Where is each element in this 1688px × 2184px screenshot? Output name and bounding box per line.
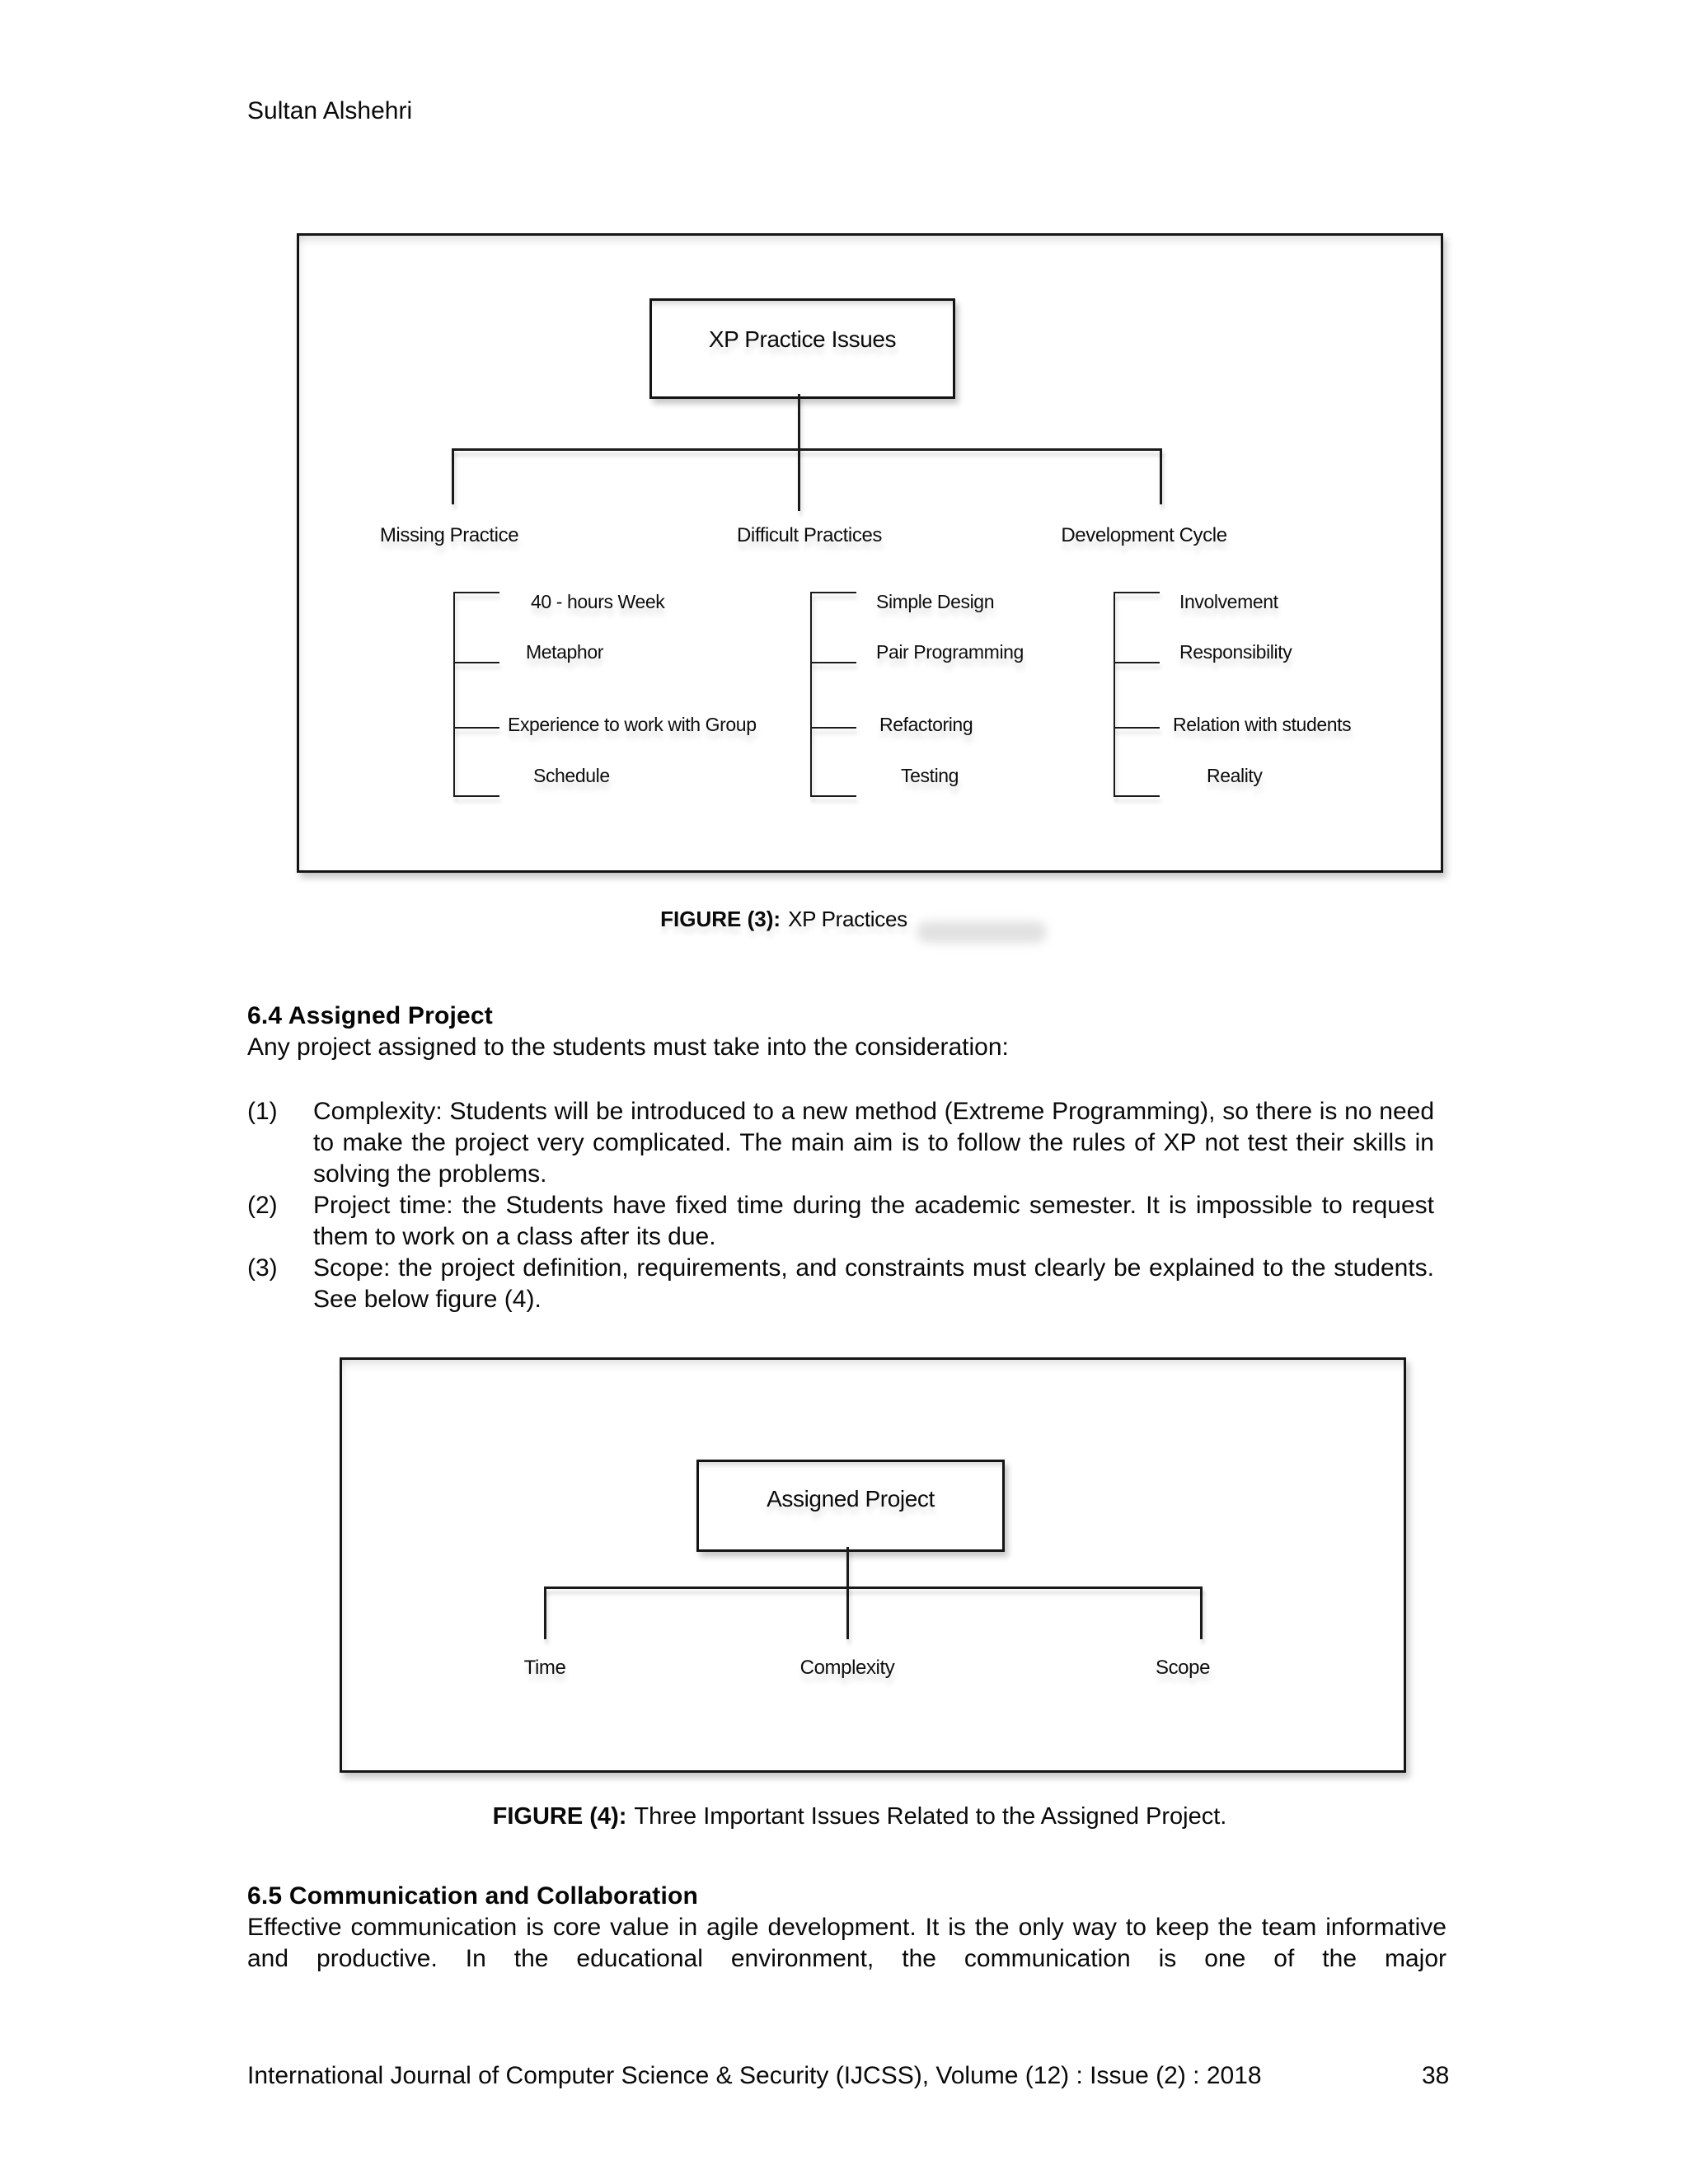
figure3-item: Metaphor (526, 641, 603, 663)
list-item-marker: (3) (247, 1254, 278, 1282)
figure3-bracket-line-1 (453, 592, 455, 797)
figure3-root-label: XP Practice Issues (708, 326, 897, 352)
list-item-marker: (1) (247, 1098, 278, 1125)
figure3-caption: FIGURE (3): XP Practices (660, 907, 907, 932)
figure3-branch-label-missing-practice: Missing Practice (379, 524, 519, 546)
figure4-caption: FIGURE (4): Three Important Issues Relate… (493, 1803, 1227, 1830)
figure4-right-drop-line (1200, 1586, 1203, 1639)
figure3-right-drop-line (1160, 448, 1162, 504)
figure3-item: Relation with students (1173, 714, 1352, 735)
figure3-item: Testing (901, 765, 959, 786)
figure3-branch-label-development-cycle: Development Cycle (1061, 524, 1227, 546)
figure4-root-stem-line (846, 1547, 849, 1639)
figure4-left-drop-line (544, 1586, 546, 1639)
figure3-bracket-tick (453, 662, 499, 663)
page-header-author: Sultan Alshehri (247, 97, 413, 124)
figure4-caption-text: Three Important Issues Related to the As… (634, 1803, 1227, 1830)
figure3-bracket-tick (810, 795, 856, 797)
section-6-5-body: Effective communication is core value in… (247, 1914, 1447, 1972)
figure3-root-box: XP Practice Issues (649, 298, 955, 399)
figure3-item: Pair Programming (876, 641, 1024, 663)
figure4-root-box: Assigned Project (696, 1460, 1005, 1552)
figure3-bracket-tick (810, 592, 856, 593)
figure3-bracket-tick (1114, 795, 1160, 797)
list-item: (1) Complexity: Students will be introdu… (247, 1096, 1434, 1190)
list-item: (2) Project time: the Students have fixe… (247, 1190, 1434, 1253)
figure3-bracket-tick (1114, 727, 1160, 729)
figure3-item: Experience to work with Group (508, 714, 757, 735)
figure3-bracket-tick (453, 592, 499, 593)
figure3-bracket-line-3 (1114, 592, 1115, 797)
figure3-branch-horizontal-line (452, 448, 1162, 451)
footer-journal-line: International Journal of Computer Scienc… (247, 2062, 1262, 2089)
figure4-root-label: Assigned Project (767, 1486, 935, 1511)
list-item-text: Project time: the Students have fixed ti… (313, 1192, 1434, 1250)
figure3-bracket-tick (1114, 662, 1160, 663)
figure3-bracket-line-2 (810, 592, 812, 797)
figure3-bracket-tick (453, 795, 499, 797)
figure3-bracket-tick (810, 727, 856, 729)
figure4-diagram: Assigned Project Time Complexity Scope (340, 1357, 1406, 1773)
figure3-bracket-tick (453, 727, 499, 729)
figure3-caption-number: FIGURE (3): (660, 907, 781, 931)
figure4-branch-horizontal-line (544, 1586, 1203, 1589)
figure3-root-stem-line (798, 394, 800, 511)
list-item-text: Scope: the project definition, requireme… (313, 1254, 1434, 1313)
figure3-caption-text: XP Practices (788, 907, 907, 931)
figure3-item: Reality (1207, 765, 1263, 786)
section-6-4-heading: 6.4 Assigned Project (247, 1002, 493, 1029)
figure3-bracket-tick (1114, 592, 1160, 593)
figure3-left-drop-line (452, 448, 454, 504)
figure4-caption-number: FIGURE (4): (492, 1803, 627, 1830)
figure3-item: Refactoring (879, 714, 973, 735)
figure3-item: Simple Design (876, 591, 995, 612)
figure3-item: Responsibility (1179, 641, 1292, 663)
footer-page-number: 38 (1422, 2062, 1450, 2089)
section-6-4-intro: Any project assigned to the students mus… (247, 1033, 1009, 1061)
figure3-item: 40 - hours Week (531, 591, 665, 612)
caption-smudge (917, 921, 1047, 943)
section-6-4-list: (1) Complexity: Students will be introdu… (247, 1096, 1434, 1315)
list-item: (3) Scope: the project definition, requi… (247, 1253, 1434, 1315)
figure3-bracket-tick (810, 662, 856, 663)
section-6-5-heading: 6.5 Communication and Collaboration (247, 1882, 699, 1910)
figure4-branch-label-time: Time (523, 1657, 566, 1679)
figure3-item: Involvement (1179, 591, 1278, 612)
figure3-branch-label-difficult-practices: Difficult Practices (736, 524, 883, 546)
figure3-item: Schedule (533, 765, 610, 786)
list-item-text: Complexity: Students will be introduced … (313, 1098, 1434, 1188)
figure3-diagram: XP Practice Issues Missing Practice Diff… (297, 233, 1443, 873)
figure4-branch-label-scope: Scope (1155, 1657, 1211, 1679)
list-item-marker: (2) (247, 1192, 278, 1219)
figure4-branch-label-complexity: Complexity (799, 1657, 895, 1679)
